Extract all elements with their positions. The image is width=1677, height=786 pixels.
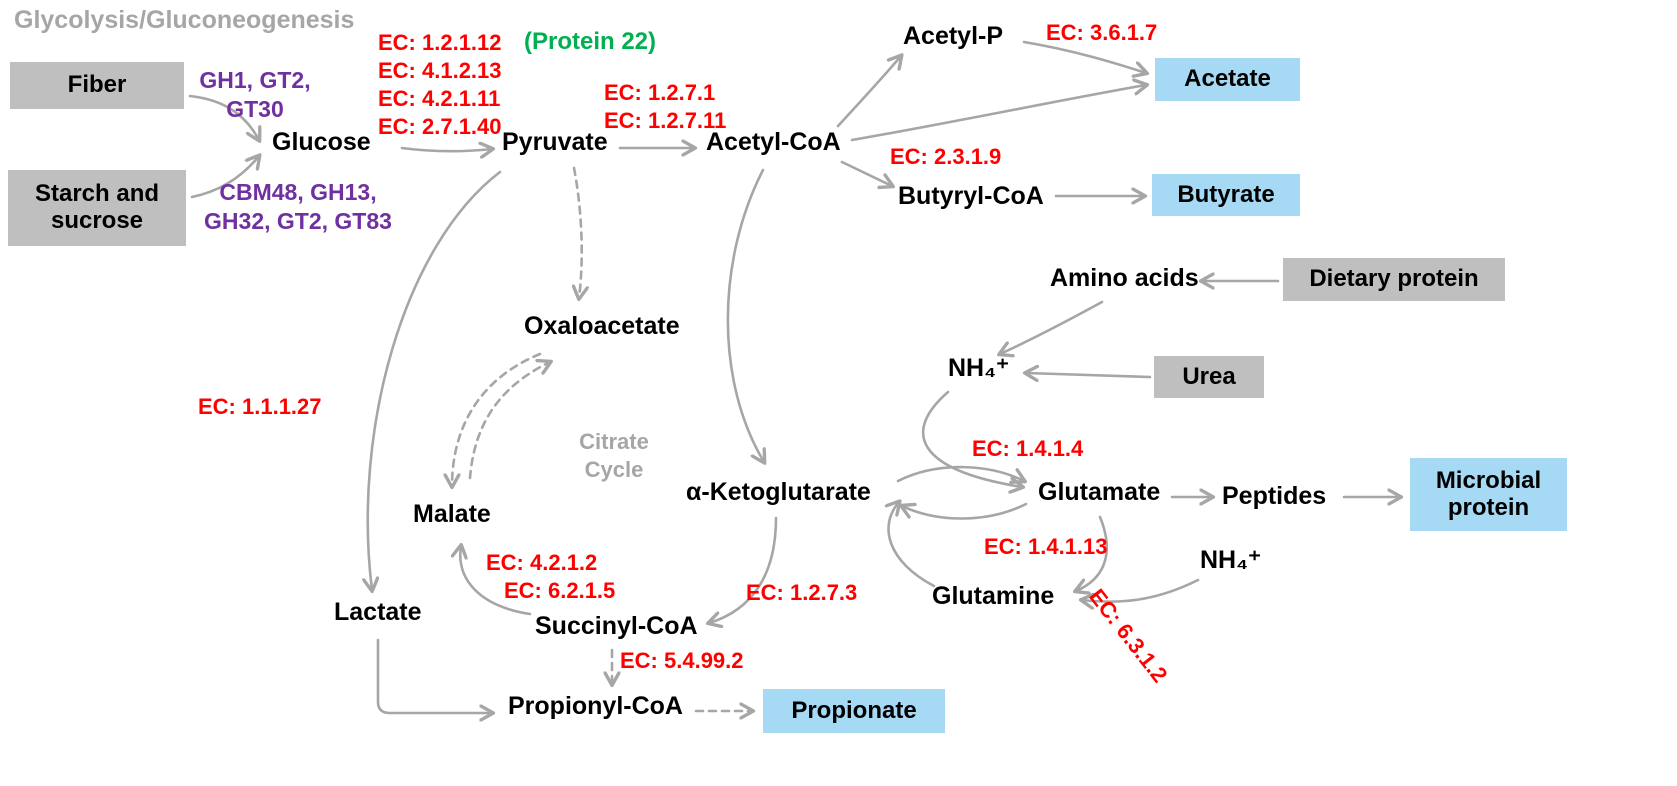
arrow-acetylp-acetate [1022,40,1146,73]
ec-label-acetylp-acetate: EC: 3.6.1.7 [1046,20,1158,45]
arrow-acetylcoa-ketoglutarate [726,168,764,462]
ec-label-glutamine-synthetase: EC: 6.3.1.2 [1084,584,1173,688]
node-acetyl-coa: Acetyl-CoA [706,128,841,156]
ec-label-glycolysis-4: EC: 2.7.1.40 [378,114,502,139]
arrow-acetylcoa-acetylp [836,56,901,128]
arrow-ketoglutarate-succinylcoa [709,516,778,623]
node-glutamate: Glutamate [1038,478,1161,506]
ec-label-akg-succinylcoa: EC: 1.2.7.3 [746,580,858,605]
diagram-title: Glycolysis/Gluconeogenesis [14,6,355,34]
arrow-ketoglutarate-glutamate [896,465,1024,481]
node-propionate: Propionate [763,689,945,733]
node-malate: Malate [413,500,491,528]
node-acetyl-p: Acetyl-P [903,22,1004,50]
node-butyryl-coa: Butyryl-CoA [898,182,1044,210]
node-starch-sucrose: Starch and sucrose [8,170,186,246]
ec-label-malate-1: EC: 4.2.1.2 [486,550,598,575]
node-acetate: Acetate [1155,58,1300,101]
node-peptides: Peptides [1222,482,1327,510]
arrow-lactate-propionylcoa [376,638,492,713]
ec-label-malate-2: EC: 6.2.1.5 [504,578,616,603]
arrow-acetylcoa-butyrylcoa [840,160,892,186]
protein-note: (Protein 22) [524,28,657,55]
node-butyrate: Butyrate [1152,174,1300,216]
arrow-urea-ammonium [1026,373,1152,377]
ec-label-glycolysis-1: EC: 1.2.1.12 [378,30,502,55]
node-microbial-protein: Microbial protein [1410,458,1567,531]
arrow-glucose-pyruvate [400,148,492,151]
node-lactate: Lactate [334,598,422,626]
arrow-acetylcoa-acetate [850,85,1146,142]
node-ammonium: NH₄⁺ [948,354,1010,382]
arrow-aminoacids-ammonium [1000,300,1104,354]
arrow-glutamine-ketoglutarate [889,502,936,588]
node-glucose: Glucose [272,128,371,156]
arrow-pyruvate-oxaloacetate [574,166,582,298]
arrow-malate-oxaloacetate [468,362,550,480]
node-fiber: Fiber [10,62,184,109]
ec-label-glycolysis-2: EC: 4.1.2.13 [378,58,502,83]
ec-label-glutamate-dh-1: EC: 1.4.1.4 [972,436,1084,461]
node-ammonium-2: NH₄⁺ [1200,546,1262,574]
gene-label-fiber: GH1, GT2, GT30 [199,67,311,122]
arrow-glutamate-ketoglutarate [902,502,1028,520]
node-succinyl-coa: Succinyl-CoA [535,612,698,640]
node-oxaloacetate: Oxaloacetate [524,312,680,340]
node-urea: Urea [1154,356,1264,398]
ec-label-glycolysis-3: EC: 4.2.1.11 [378,86,501,111]
gene-label-starch: CBM48, GH13, GH32, GT2, GT83 [204,179,392,234]
ec-label-pyruvate-acetylcoa-1: EC: 1.2.7.1 [604,80,716,105]
node-amino-acids: Amino acids [1050,264,1199,292]
arrow-oxaloacetate-malate [452,352,542,486]
citrate-cycle-label: Citrate Cycle [579,429,649,482]
node-pyruvate: Pyruvate [502,128,608,156]
ec-label-acetylcoa-butyrylcoa: EC: 2.3.1.9 [890,144,1002,169]
ec-label-succinylcoa-propionylcoa: EC: 5.4.99.2 [620,648,744,673]
node-propionyl-coa: Propionyl-CoA [508,692,683,720]
ec-label-pyruvate-lactate: EC: 1.1.1.27 [198,394,322,419]
ec-label-pyruvate-acetylcoa-2: EC: 1.2.7.11 [604,108,727,133]
node-alpha-ketoglutarate: α-Ketoglutarate [686,478,871,506]
node-dietary-protein: Dietary protein [1283,258,1505,301]
node-glutamine: Glutamine [932,582,1055,610]
ec-label-glutamate-dh-2: EC: 1.4.1.13 [984,534,1108,559]
